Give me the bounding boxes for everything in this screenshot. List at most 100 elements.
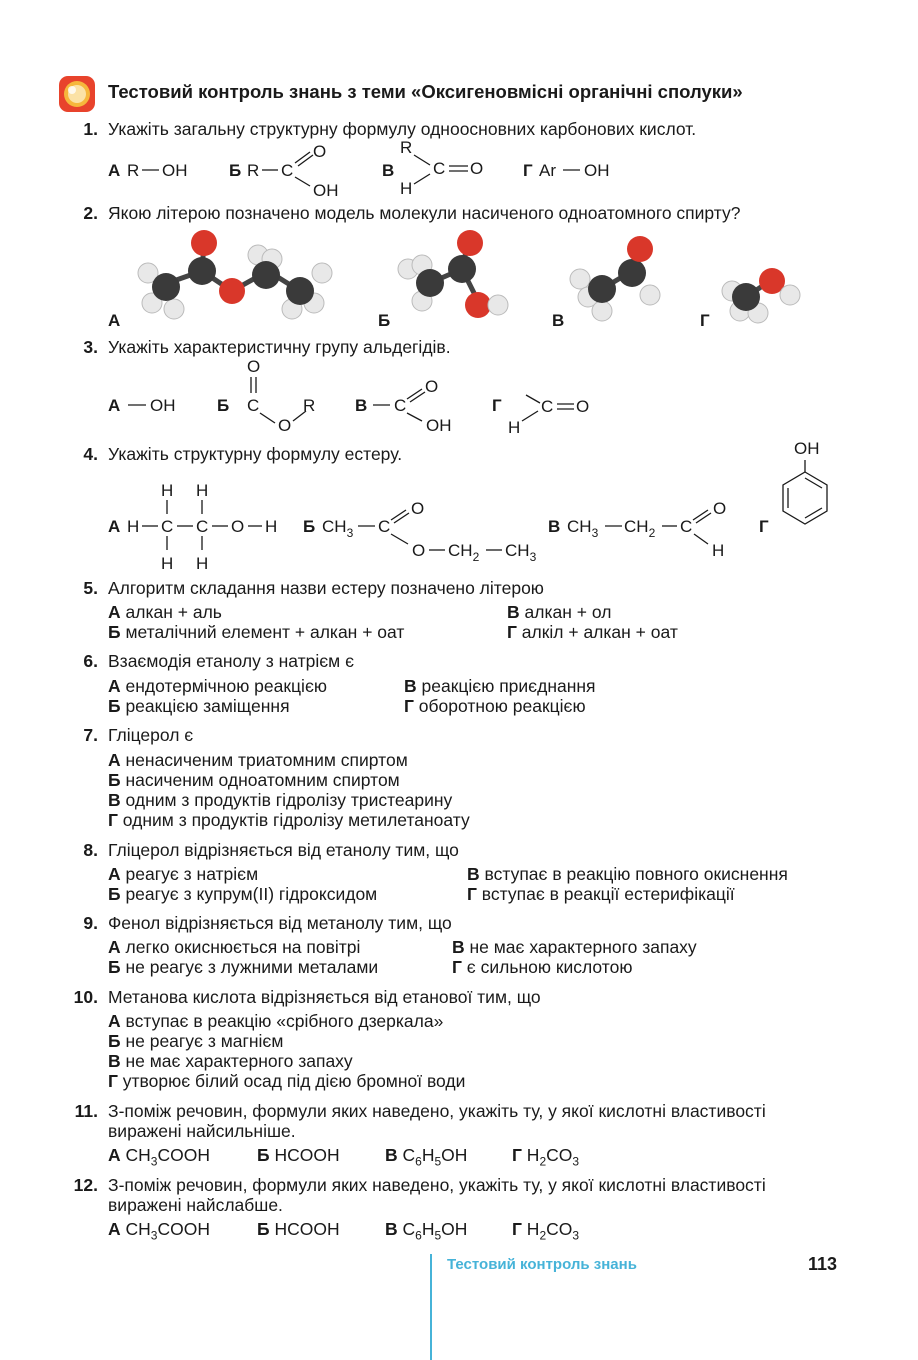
question-text: Укажіть загальну структурну формулу одно… [108, 119, 697, 139]
question-text: Фенол відрізняється від метанолу тим, що [108, 913, 452, 933]
question-text: Укажіть характеристичну групу альдегідів… [108, 337, 451, 357]
question-number: 7. [83, 725, 98, 745]
question-text: Алгоритм складання назви естеру позначен… [108, 578, 544, 598]
formula-text: O [713, 499, 726, 518]
answer-option-b: Б HCOOH [257, 1145, 340, 1165]
answer-option-v: В одним з продуктів гідролізу тристеарин… [108, 790, 453, 810]
svg-text:CH2: CH2 [448, 541, 480, 564]
answer-option-v: В вступає в реакцію повного окиснення [467, 864, 788, 884]
question-number: 9. [83, 913, 98, 933]
footer-section-title: Тестовий контроль знань [447, 1256, 637, 1273]
formula-text: H [127, 517, 139, 536]
question-number: 11. [74, 1101, 98, 1121]
answer-option-v: В C6H5OH [385, 1145, 468, 1169]
answer-option-a: А CH3COOH [108, 1219, 210, 1243]
formula-text: H [265, 517, 277, 536]
question-text: Якою літерою позначено модель молекули н… [108, 203, 741, 223]
formula-text: O [425, 377, 438, 396]
answer-option-a: А легко окиснюється на повітрі [108, 937, 361, 957]
question-number: 2. [83, 203, 98, 223]
formula-text: R [127, 161, 139, 180]
option-letter: А [108, 396, 120, 415]
option-letter: В [355, 396, 367, 415]
answer-option-b: Б металічний елемент + алкан + оат [108, 622, 405, 642]
question-number: 10. [73, 987, 98, 1007]
formula-text: H [712, 541, 724, 560]
option-letter: Б [378, 311, 390, 330]
answer-option-b: Б насиченим одноатомним спиртом [108, 770, 400, 790]
answer-option-a: А CH3COOH [108, 1145, 210, 1169]
answer-option-v: В реакцією приєднання [404, 676, 596, 696]
formula-text: C [394, 396, 406, 415]
formula-options-q4: А H C C O H H H H H Б CH3 C O O CH2 CH3 … [108, 439, 828, 573]
answer-option-g: Г є сильною кислотою [452, 957, 633, 977]
option-letter: В [548, 517, 560, 536]
molecule-models: А Б В Г [108, 230, 801, 330]
answer-option-v: В не має характерного запаху [108, 1051, 353, 1071]
formula-text: Ar [539, 161, 556, 180]
question-number: 12. [73, 1175, 98, 1195]
formula-options-q1: А R OH Б R C O OH В R H C O Г Ar OH [108, 138, 610, 200]
option-letter: А [108, 161, 120, 180]
formula-text: O [247, 357, 260, 376]
formula-text: C [196, 517, 208, 536]
svg-text:CH3: CH3 [505, 541, 537, 564]
option-letter: Г [700, 311, 710, 330]
question-text: Гліцерол є [108, 725, 194, 745]
svg-text:CH3: CH3 [567, 517, 599, 540]
question-text: Гліцерол відрізняється від етанолу тим, … [108, 840, 459, 860]
answer-option-g: Г утворює білий осад під дією бромної во… [108, 1071, 466, 1091]
formula-text: O [231, 517, 244, 536]
question-text: виражені найслабше. [108, 1195, 283, 1215]
formula-text: H [196, 554, 208, 573]
page-number: 113 [808, 1254, 838, 1274]
formula-text: R [303, 396, 315, 415]
option-letter: А [108, 517, 120, 536]
molecule-model-v [569, 236, 661, 322]
option-letter: В [552, 311, 564, 330]
question-number: 5. [83, 578, 98, 598]
section-icon [58, 75, 96, 113]
answer-option-b: Б реакцією заміщення [108, 696, 290, 716]
formula-text: O [278, 416, 291, 435]
option-letter: Б [217, 396, 229, 415]
question-number: 4. [83, 444, 98, 464]
formula-text: OH [313, 181, 339, 200]
answer-option-g: Г одним з продуктів гідролізу метилетано… [108, 810, 470, 830]
formula-text: C [378, 517, 390, 536]
question-text: Метанова кислота відрізняється від етано… [108, 987, 541, 1007]
question-text: З-поміж речовин, формули яких наведено, … [108, 1175, 766, 1195]
formula-text: C [433, 159, 445, 178]
answer-option-a: А вступає в реакцію «срібного дзеркала» [108, 1011, 444, 1031]
option-letter: В [382, 161, 394, 180]
question-text: Взаємодія етанолу з натрієм є [108, 651, 354, 671]
formula-text: C [161, 517, 173, 536]
question-number: 1. [83, 119, 98, 139]
answer-option-a: А ендотермічною реакцією [108, 676, 327, 696]
formula-text: OH [426, 416, 452, 435]
formula-text: OH [584, 161, 610, 180]
question-text: Укажіть структурну формулу естеру. [108, 444, 403, 464]
formula-text: OH [162, 161, 188, 180]
question-text: З-поміж речовин, формули яких наведено, … [108, 1101, 766, 1121]
answer-option-g: Г алкіл + алкан + оат [507, 622, 678, 642]
formula-text: O [313, 142, 326, 161]
option-letter: Б [229, 161, 241, 180]
option-letter: Б [303, 517, 315, 536]
answer-option-a: А реагує з натрієм [108, 864, 259, 884]
formula-text: O [470, 159, 483, 178]
formula-text: H [508, 418, 520, 437]
svg-text:CH2: CH2 [624, 517, 656, 540]
footer-divider [430, 1254, 432, 1360]
option-letter: Г [492, 396, 502, 415]
formula-text: C [541, 397, 553, 416]
answer-option-b: Б реагує з купрум(II) гідроксидом [108, 884, 378, 904]
formula-text: O [411, 499, 424, 518]
answer-option-g: Г оборотною реакцією [404, 696, 586, 716]
formula-text: H [196, 481, 208, 500]
formula-text: R [400, 138, 412, 157]
svg-text:CH3: CH3 [322, 517, 354, 540]
formula-text: O [412, 541, 425, 560]
molecule-model-a [137, 230, 333, 320]
answer-option-a: А ненасиченим триатомним спиртом [108, 750, 408, 770]
